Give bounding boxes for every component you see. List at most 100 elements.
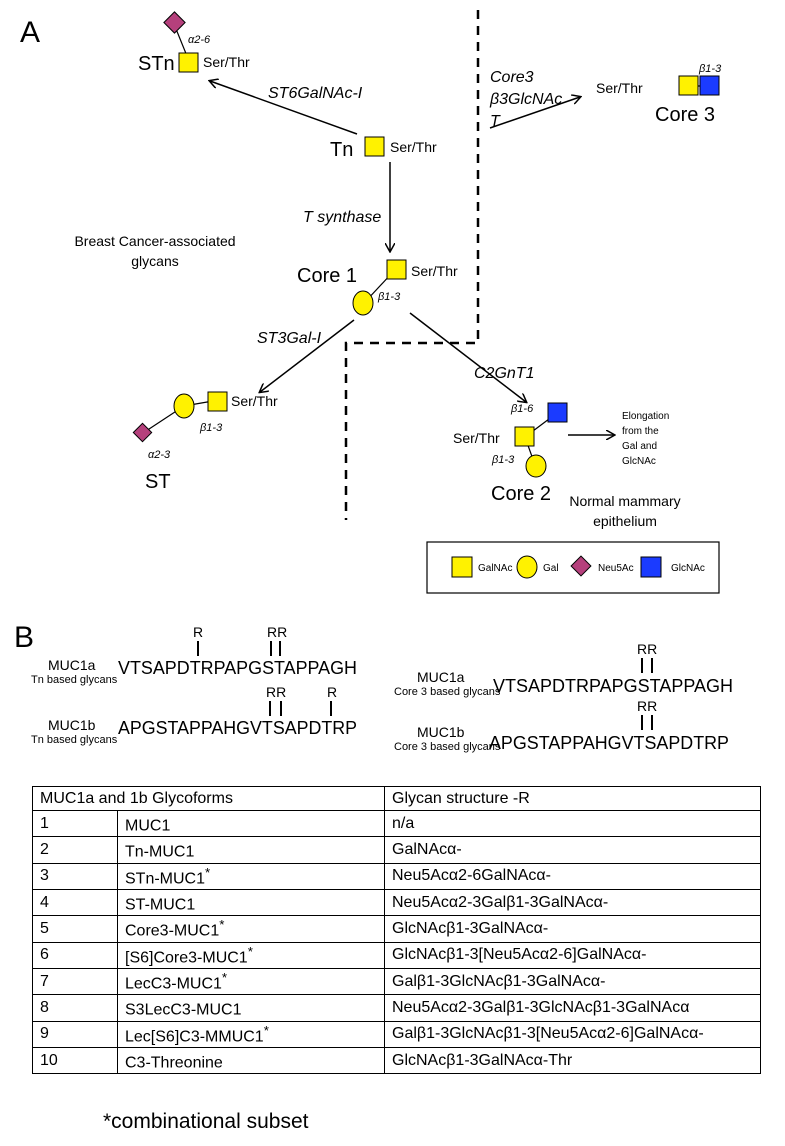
table-row: 2 Tn-MUC1 GalNAcα- [32, 836, 761, 864]
glycoform-name: STn-MUC1 [125, 869, 206, 887]
glycoform-name: [S6]Core3-MUC1 [125, 948, 248, 966]
seq-name: MUC1a [417, 669, 465, 685]
legend: GalNAc Gal Neu5Ac GlcNAc [426, 541, 720, 594]
seq-subtitle: Core 3 based glycans [394, 686, 501, 698]
core2-linkage-bottom: β1-3 [491, 454, 515, 466]
row-number: 1 [32, 809, 118, 838]
seq-name: MUC1b [417, 724, 465, 740]
row-number: 2 [32, 836, 118, 864]
tn-label: Tn [330, 139, 353, 161]
row-number: 8 [32, 994, 118, 1022]
table-row: 7 LecC3-MUC1* Galβ1-3GlcNAcβ1-3GalNAcα- [32, 967, 761, 996]
gal-circle [352, 290, 374, 316]
row-number: 10 [32, 1046, 118, 1075]
r-label: RR [267, 624, 287, 640]
seq-name: MUC1a [48, 657, 96, 673]
row-glycan: Neu5Acα2-6GalNAcα- [384, 862, 761, 890]
neu5ac-diamond [132, 422, 153, 443]
table-row: 5 Core3-MUC1* GlcNAcβ1-3GalNAcα- [32, 915, 761, 943]
glycoform-name: Core3-MUC1 [125, 922, 220, 940]
table-header-row: MUC1a and 1b Glycoforms Glycan structure… [32, 786, 761, 811]
core3-glycan: β1-3 Ser/Thr Core 3 [596, 63, 722, 126]
row-glycan: Galβ1-3GlcNAcβ1-3[Neu5Acα2-6]GalNAcα- [384, 1020, 761, 1048]
legend-gal-label: Gal [543, 563, 559, 574]
row-number: 4 [32, 888, 118, 917]
row-glycan: GalNAcα- [384, 836, 761, 864]
subset-star: * [263, 1022, 269, 1038]
seq-muc1b-core3: MUC1b Core 3 based glycans APGSTAPPAHGVT… [394, 698, 729, 753]
seq-muc1a-tn: MUC1a Tn based glycans VTSAPDTRPAPGSTAPP… [31, 624, 357, 686]
glycoform-name: S3LecC3-MUC1 [125, 1001, 242, 1019]
elongation-note-line4: GlcNAc [622, 456, 656, 467]
seq-subtitle: Core 3 based glycans [394, 741, 501, 753]
seq-muc1a-core3: MUC1a Core 3 based glycans VTSAPDTRPAPGS… [394, 641, 733, 698]
subset-star: * [221, 969, 228, 985]
r-label: RR [266, 684, 286, 700]
seq-name: MUC1b [48, 717, 96, 733]
subset-star: * [219, 917, 225, 933]
enzyme-core3-line3: T [490, 113, 501, 130]
core1-label: Core 1 [297, 265, 357, 287]
glycoform-table: MUC1a and 1b Glycoforms Glycan structure… [32, 786, 761, 1075]
table-row: 6 [S6]Core3-MUC1* GlcNAcβ1-3[Neu5Acα2-6]… [32, 941, 761, 969]
enzyme-c2gnt1: C2GnT1 [474, 365, 534, 382]
row-glycan: Neu5Acα2-3Galβ1-3GalNAcα- [384, 888, 761, 917]
row-glycoform: C3-Threonine [117, 1046, 385, 1075]
legend-neu5ac-diamond [570, 555, 592, 577]
core2-glycan: β1-6 β1-3 Ser/Thr Core 2 [453, 402, 568, 505]
row-number: 3 [32, 862, 118, 890]
row-glycan: n/a [384, 809, 761, 838]
subset-star: * [205, 864, 211, 880]
enzyme-tsynthase: T synthase [303, 209, 381, 226]
seq-text: VTSAPDTRPAPGSTAPPAGH [118, 658, 357, 678]
seq-text: APGSTAPPAHGVTSAPDTRP [118, 718, 357, 738]
seq-muc1b-tn: MUC1b Tn based glycans APGSTAPPAHGVTSAPD… [31, 684, 357, 746]
normal-epithelium-note-line2: epithelium [593, 513, 657, 529]
glcnac-square [699, 75, 720, 96]
row-glycan: GlcNAcβ1-3GalNAcα-Thr [384, 1046, 761, 1075]
arrow-core1-to-core2 [409, 312, 526, 402]
stn-label: STn [138, 53, 175, 75]
glycan-pathway-diagram: A B α2-6 STn Ser/Thr Tn Ser/Thr ST6GalNA… [14, 10, 733, 753]
table-row: 1 MUC1 n/a [32, 809, 761, 838]
row-glycan: Neu5Acα2-3Galβ1-3GlcNAcβ1-3GalNAcα [384, 994, 761, 1022]
galnac-square [178, 52, 199, 73]
enzyme-core3-line2: β3GlcNAc [489, 91, 562, 108]
glycoform-name: Tn-MUC1 [125, 843, 195, 861]
legend-galnac-label: GalNAc [478, 563, 512, 574]
row-glycoform: Tn-MUC1 [117, 836, 385, 864]
st-site: Ser/Thr [231, 393, 278, 409]
legend-neu5ac-label: Neu5Ac [598, 563, 634, 574]
core2-label: Core 2 [491, 483, 551, 505]
core1-site: Ser/Thr [411, 263, 458, 279]
st-glycan: Ser/Thr β1-3 α2-3 ST [132, 391, 278, 493]
core1-glycan: Core 1 Ser/Thr β1-3 [297, 259, 458, 316]
row-glycoform: STn-MUC1* [117, 862, 385, 890]
tn-glycan: Tn Ser/Thr [330, 136, 437, 161]
row-number: 7 [32, 967, 118, 996]
glycoform-name: Lec[S6]C3-MMUC1 [125, 1027, 264, 1045]
arrow-tn-to-stn [210, 81, 358, 135]
galnac-square [207, 391, 228, 412]
legend-galnac-square [451, 556, 473, 578]
row-glycoform: Core3-MUC1* [117, 915, 385, 943]
table-row: 10 C3-Threonine GlcNAcβ1-3GalNAcα-Thr [32, 1046, 761, 1075]
st-linkage-neu: α2-3 [148, 449, 171, 461]
core2-linkage-top: β1-6 [510, 403, 534, 415]
r-label: R [327, 684, 337, 700]
table-row: 4 ST-MUC1 Neu5Acα2-3Galβ1-3GalNAcα- [32, 888, 761, 917]
row-glycan: GlcNAcβ1-3[Neu5Acα2-6]GalNAcα- [384, 941, 761, 969]
seq-text: APGSTAPPAHGVTSAPDTRP [489, 733, 729, 753]
panel-b-label: B [14, 621, 34, 654]
stn-glycan: α2-6 STn Ser/Thr [138, 11, 250, 75]
enzyme-st6galnac: ST6GalNAc-I [268, 85, 363, 102]
row-glycan: Galβ1-3GlcNAcβ1-3GalNAcα- [384, 967, 761, 996]
footnote: *combinational subset [103, 1110, 309, 1133]
elongation-note-line3: Gal and [622, 441, 657, 452]
row-number: 6 [32, 941, 118, 969]
st-linkage-gal: β1-3 [199, 422, 223, 434]
r-label: RR [637, 698, 657, 714]
legend-gal-circle [516, 555, 538, 579]
r-label: R [193, 624, 203, 640]
breast-cancer-note-line2: glycans [131, 253, 178, 269]
